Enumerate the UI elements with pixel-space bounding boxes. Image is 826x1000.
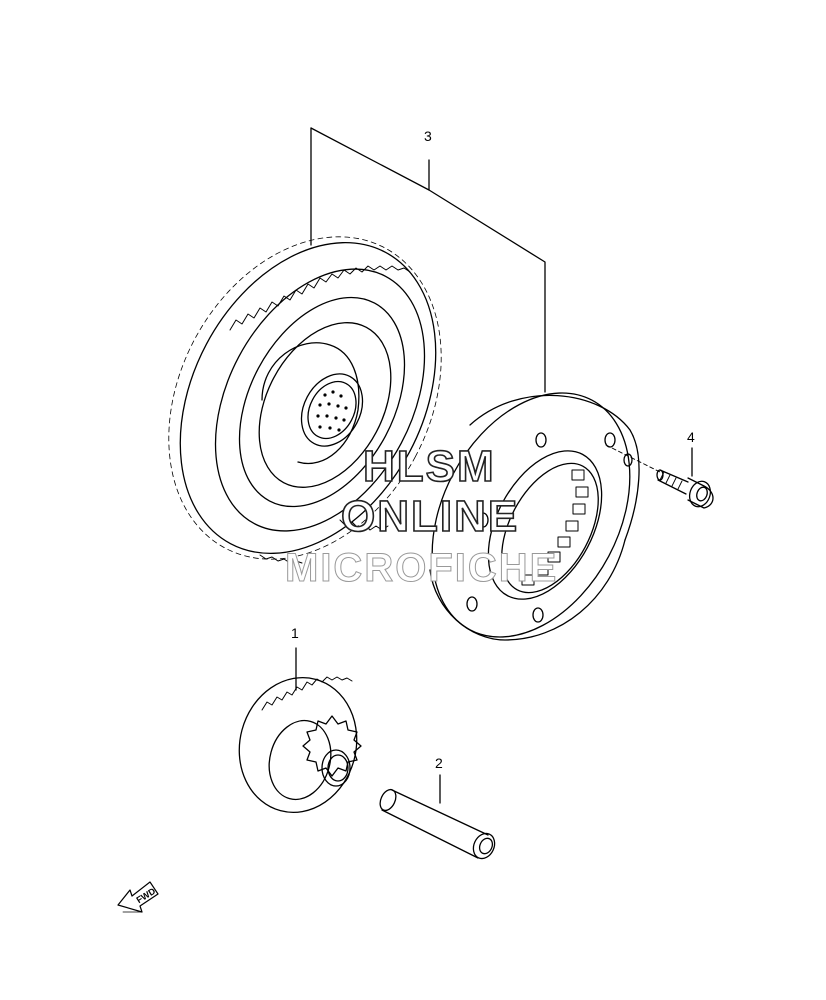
callout-1: 1 bbox=[291, 625, 299, 641]
driven-gear bbox=[168, 127, 546, 564]
sprag-cells bbox=[521, 469, 589, 586]
hub-bearings bbox=[316, 390, 348, 432]
idle-gear-shaft bbox=[379, 774, 496, 860]
starter-clutch bbox=[429, 392, 640, 641]
watermark-line-1: HLSM bbox=[362, 441, 496, 492]
gear-rim-outer bbox=[179, 241, 437, 555]
gear-hub bbox=[300, 373, 364, 447]
callout-4: 4 bbox=[687, 429, 695, 445]
watermark-line-2: ONLINE bbox=[340, 491, 520, 542]
idle-gear bbox=[238, 647, 362, 814]
callout-3: 3 bbox=[424, 128, 432, 144]
forward-arrow-icon bbox=[117, 881, 159, 913]
clutch-bolt bbox=[605, 444, 714, 509]
watermark-line-3: MICROFICHE bbox=[284, 546, 559, 591]
idle-gear-small-teeth bbox=[302, 715, 362, 777]
gear-teeth bbox=[229, 265, 411, 564]
callout-2: 2 bbox=[435, 755, 443, 771]
clutch-bolt-holes bbox=[466, 432, 633, 623]
